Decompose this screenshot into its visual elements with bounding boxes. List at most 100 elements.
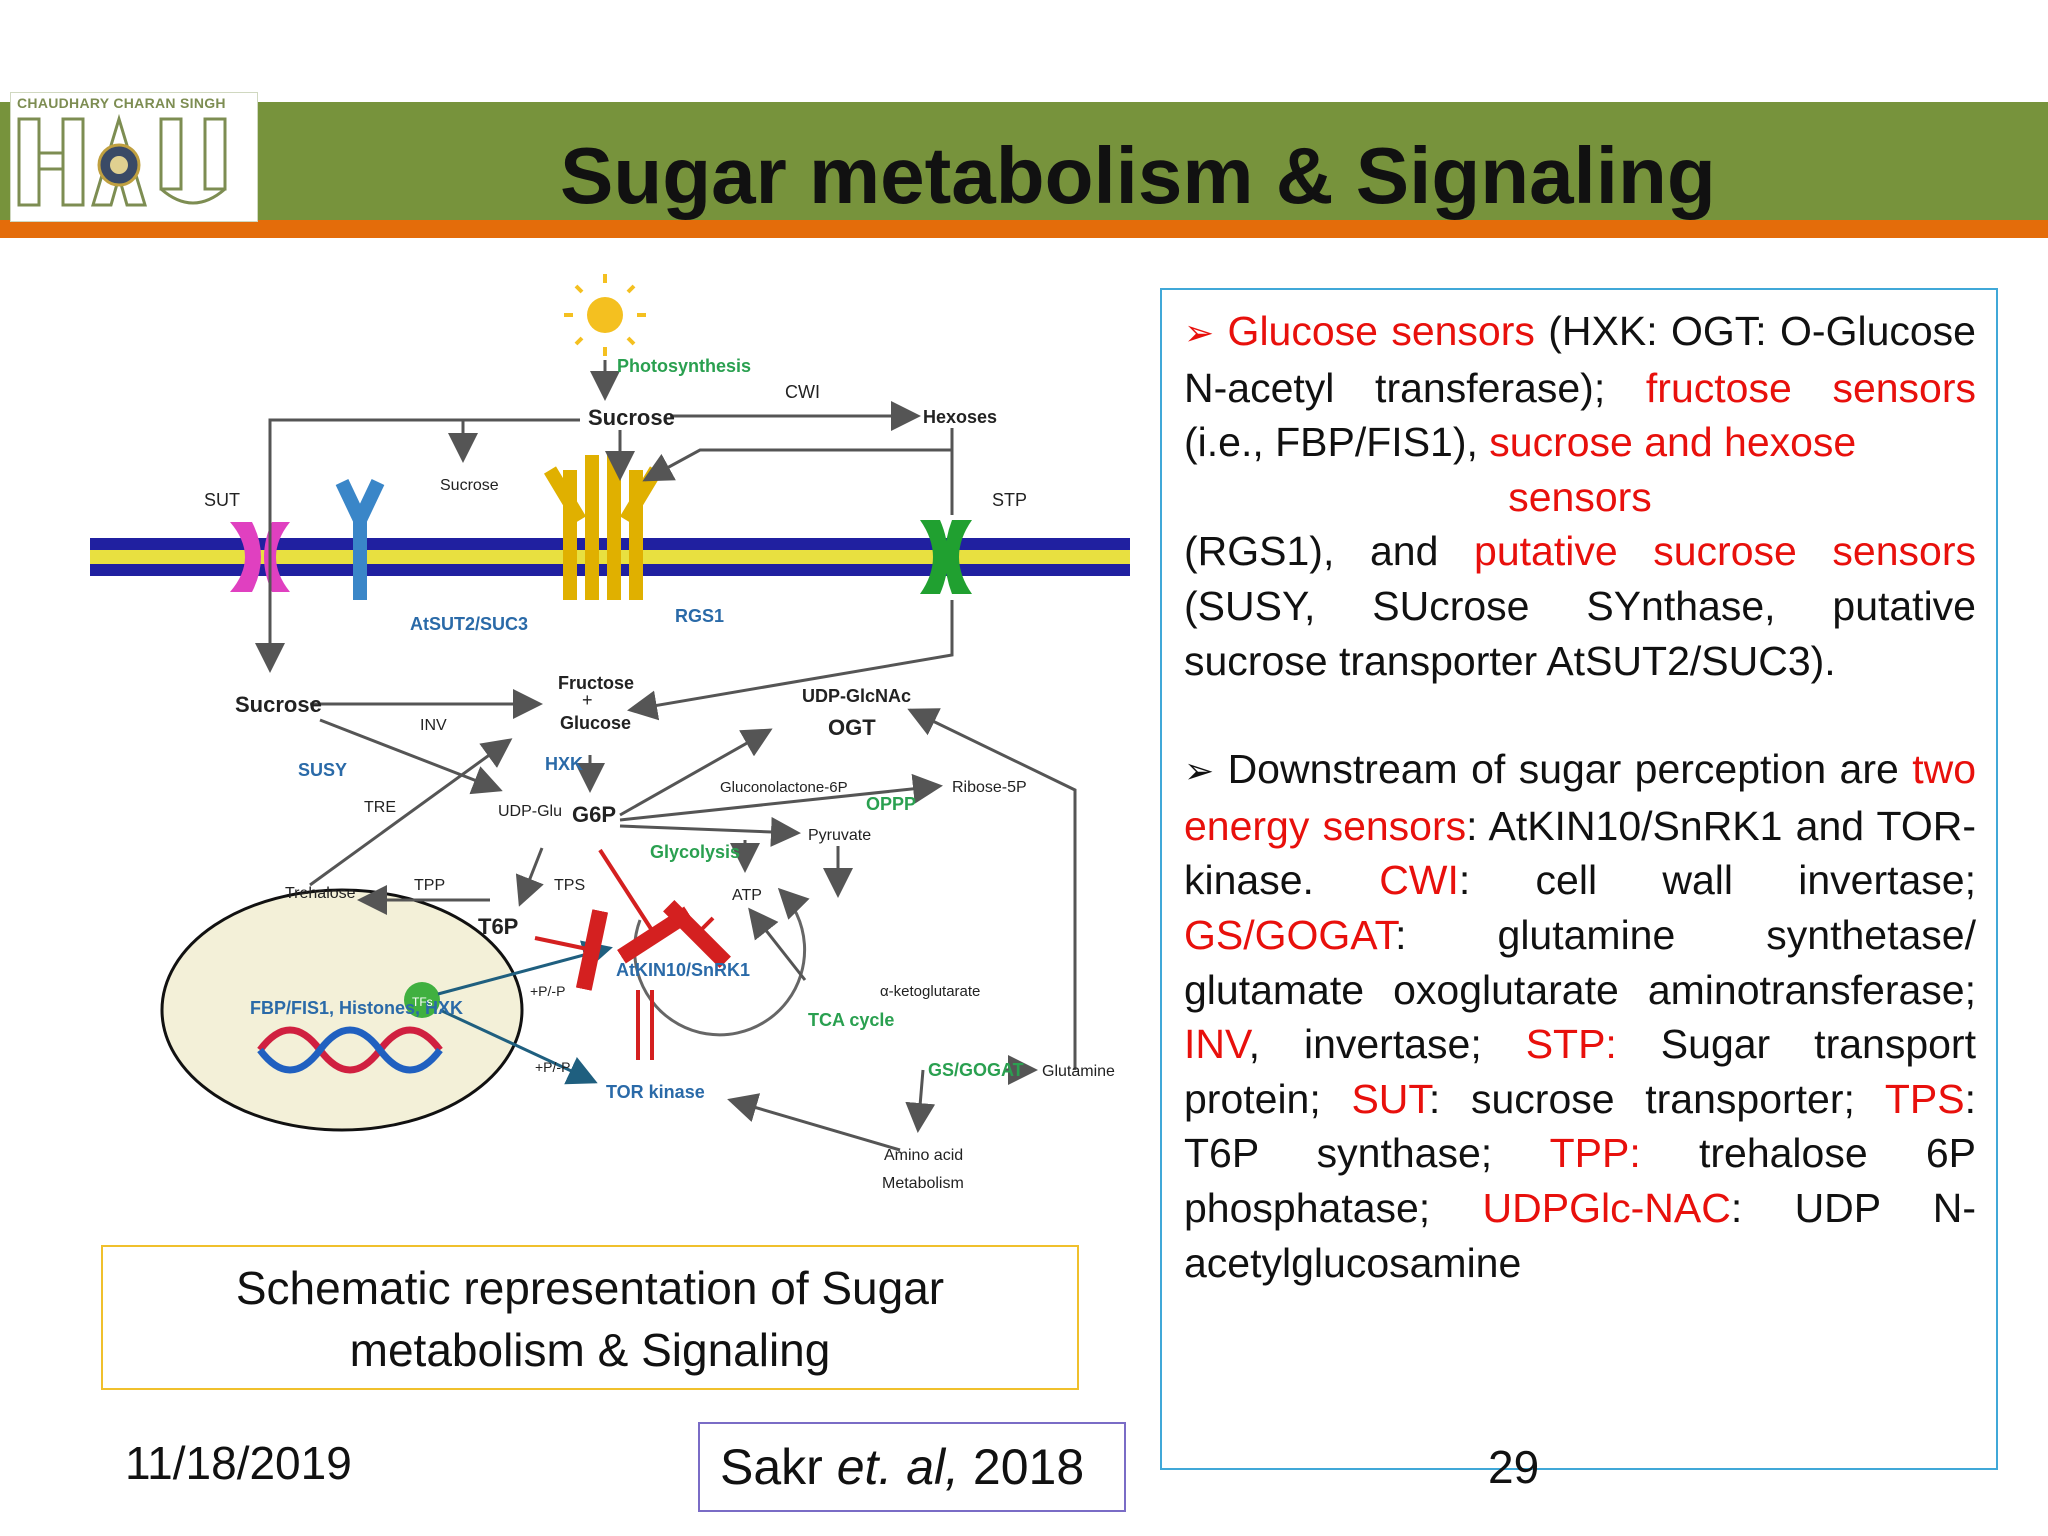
- label-rgs1: RGS1: [675, 606, 724, 626]
- text-p2-2: : AtKIN10/SnRK1 and TOR-kinase.: [1184, 802, 1976, 904]
- term-putative-sensors: putative sucrose sensors: [1474, 528, 1976, 575]
- sensor-info-box: ➢ Glucose sensors (HXK: OGT: O-Glucose N…: [1160, 288, 1998, 1470]
- info-paragraph-1: ➢ Glucose sensors (HXK: OGT: O-Glucose N…: [1184, 304, 1976, 470]
- text-p2-9: trehalose 6P phosphatase;: [1184, 1130, 1976, 1231]
- term-sensors: sensors: [1508, 473, 1652, 520]
- label-amino-acid: Amino acid: [884, 1147, 963, 1164]
- label-tpp: TPP: [414, 877, 445, 894]
- label-oppp: OPPP: [866, 794, 916, 814]
- text-p2-8: : T6P synthase;: [1184, 1075, 1976, 1177]
- label-cwi: CWI: [785, 382, 820, 402]
- text-p2-10: : UDP N-acetylglucosamine: [1184, 1184, 1976, 1286]
- slide-date: 11/18/2019: [125, 1437, 352, 1489]
- label-ketoglutarate: α-ketoglutarate: [880, 983, 980, 1000]
- tca-cycle-arrow: [633, 887, 810, 1037]
- text-p1-1: (HXK: OGT: O-Glucose N-acetyl transferas…: [1184, 308, 1976, 411]
- label-glycolysis: Glycolysis: [650, 842, 740, 862]
- logo-caption: CHAUDHARY CHARAN SINGH: [17, 95, 226, 111]
- text-p2-6: Sugar transport protein;: [1184, 1021, 1976, 1122]
- stp-transporter-icon: [920, 520, 972, 594]
- text-p2-1: Downstream of sugar perception are: [1214, 746, 1913, 793]
- rgs1-receptor-icon: [543, 455, 663, 600]
- university-logo: CHAUDHARY CHARAN SINGH: [10, 92, 258, 222]
- nucleus: [160, 888, 524, 1132]
- label-hexoses: Hexoses: [923, 407, 997, 427]
- citation-author: Sakr: [720, 1439, 823, 1495]
- term-two-energy-sensors: two energy sensors: [1184, 746, 1976, 849]
- term-glucose-sensors: Glucose sensors: [1227, 308, 1535, 354]
- term-sucrose-hexose: sucrose and hexose: [1489, 419, 1857, 466]
- info-paragraph-1-cont: (RGS1), and putative sucrose sensors (SU…: [1184, 524, 1976, 688]
- sugar-signaling-diagram: Photosynthesis CWI Sucrose Hexoses SUT S…: [90, 274, 1130, 1192]
- term-stp: STP:: [1525, 1021, 1617, 1068]
- term-fructose-sensors: fructose sensors: [1645, 364, 1977, 411]
- label-inv: INV: [420, 717, 447, 734]
- label-tor-kinase: TOR kinase: [606, 1082, 705, 1102]
- label-sucrose-left: Sucrose: [235, 692, 322, 717]
- label-sucrose-small: Sucrose: [440, 477, 499, 494]
- header-stripe: [0, 220, 2048, 238]
- citation-etal: et. al,: [836, 1439, 960, 1495]
- logo-emblem: [17, 113, 227, 207]
- term-gs-gogat: GS/GOGAT: [1184, 911, 1396, 958]
- text-p2-5: , invertase;: [1248, 1021, 1526, 1068]
- atsut2-receptor-icon: [335, 479, 385, 600]
- text-p1-3: (RGS1), and: [1184, 528, 1475, 575]
- citation: Sakr et. al, 2018: [698, 1422, 1126, 1512]
- label-susy: SUSY: [298, 760, 347, 780]
- label-udp-glcnac: UDP-GlcNAc: [802, 686, 911, 706]
- label-sut: SUT: [204, 490, 240, 510]
- term-inv: INV: [1184, 1021, 1249, 1068]
- header-bar: [0, 102, 2048, 220]
- label-gluconolactone: Gluconolactone-6P: [720, 779, 848, 796]
- label-fructose: Fructose: [558, 673, 634, 693]
- label-gs-gogat: GS/GOGAT: [928, 1060, 1024, 1080]
- label-metabolism: Metabolism: [882, 1175, 964, 1192]
- inhibition-arrows: [534, 848, 731, 1060]
- bullet-arrow-icon-2: ➢: [1184, 750, 1215, 792]
- info-paragraph-2: ➢ Downstream of sugar perception are two…: [1184, 742, 1976, 1290]
- label-plus: +: [582, 690, 593, 710]
- label-tfs: TFs: [412, 995, 433, 1009]
- label-trehalose: Trehalose: [285, 885, 356, 902]
- sun-icon: [564, 274, 646, 356]
- label-ribose: Ribose-5P: [952, 779, 1027, 796]
- label-tca: TCA cycle: [808, 1010, 894, 1030]
- label-tps: TPS: [554, 877, 585, 894]
- label-g6p: G6P: [572, 802, 616, 827]
- label-tre: TRE: [364, 799, 396, 816]
- label-atsut2: AtSUT2/SUC3: [410, 614, 528, 634]
- label-glutamine: Glutamine: [1042, 1063, 1115, 1080]
- label-pp1: +P/-P: [530, 983, 565, 999]
- text-p2-4: : glutamine synthetase/ glutamate oxoglu…: [1184, 911, 1976, 1013]
- term-udpglc-nac: UDPGlc-NAC: [1482, 1184, 1731, 1231]
- bullet-arrow-icon: ➢: [1184, 312, 1215, 353]
- spacer: [1184, 688, 1976, 742]
- label-fbp-fis1: FBP/FIS1, Histones, HXK: [250, 998, 463, 1018]
- term-tps: TPS: [1884, 1075, 1965, 1122]
- caption-line-2: metabolism & Signaling: [349, 1324, 831, 1376]
- label-udp-glu: UDP-Glu: [498, 803, 562, 820]
- label-pp2: +P/-P: [535, 1059, 570, 1075]
- figure-caption: Schematic representation of Sugar metabo…: [101, 1245, 1079, 1390]
- label-sucrose-top: Sucrose: [588, 405, 675, 430]
- label-glucose: Glucose: [560, 713, 631, 733]
- text-p2-3: : cell wall invertase;: [1458, 857, 1976, 904]
- label-atkin10: AtKIN10/SnRK1: [616, 960, 750, 980]
- term-cwi: CWI: [1379, 857, 1459, 904]
- label-pyruvate: Pyruvate: [808, 827, 871, 844]
- term-tpp: TPP:: [1549, 1130, 1641, 1177]
- caption-line-1: Schematic representation of Sugar: [235, 1262, 945, 1314]
- term-sut: SUT: [1351, 1075, 1429, 1122]
- label-ogt: OGT: [828, 715, 876, 740]
- slide-title: Sugar metabolism & Signaling: [560, 131, 1716, 220]
- page-number: 29: [1488, 1441, 1540, 1493]
- text-p1-2: (i.e., FBP/FIS1),: [1184, 419, 1490, 466]
- citation-year: 2018: [972, 1439, 1085, 1495]
- label-stp: STP: [992, 490, 1027, 510]
- label-atp: ATP: [732, 887, 762, 904]
- label-photosynthesis: Photosynthesis: [617, 356, 751, 376]
- pathway-arrows: [255, 360, 1077, 1152]
- label-hxk: HXK: [545, 754, 583, 774]
- text-p1-4: (SUSY, SUcrose SYnthase, putative sucros…: [1184, 582, 1976, 684]
